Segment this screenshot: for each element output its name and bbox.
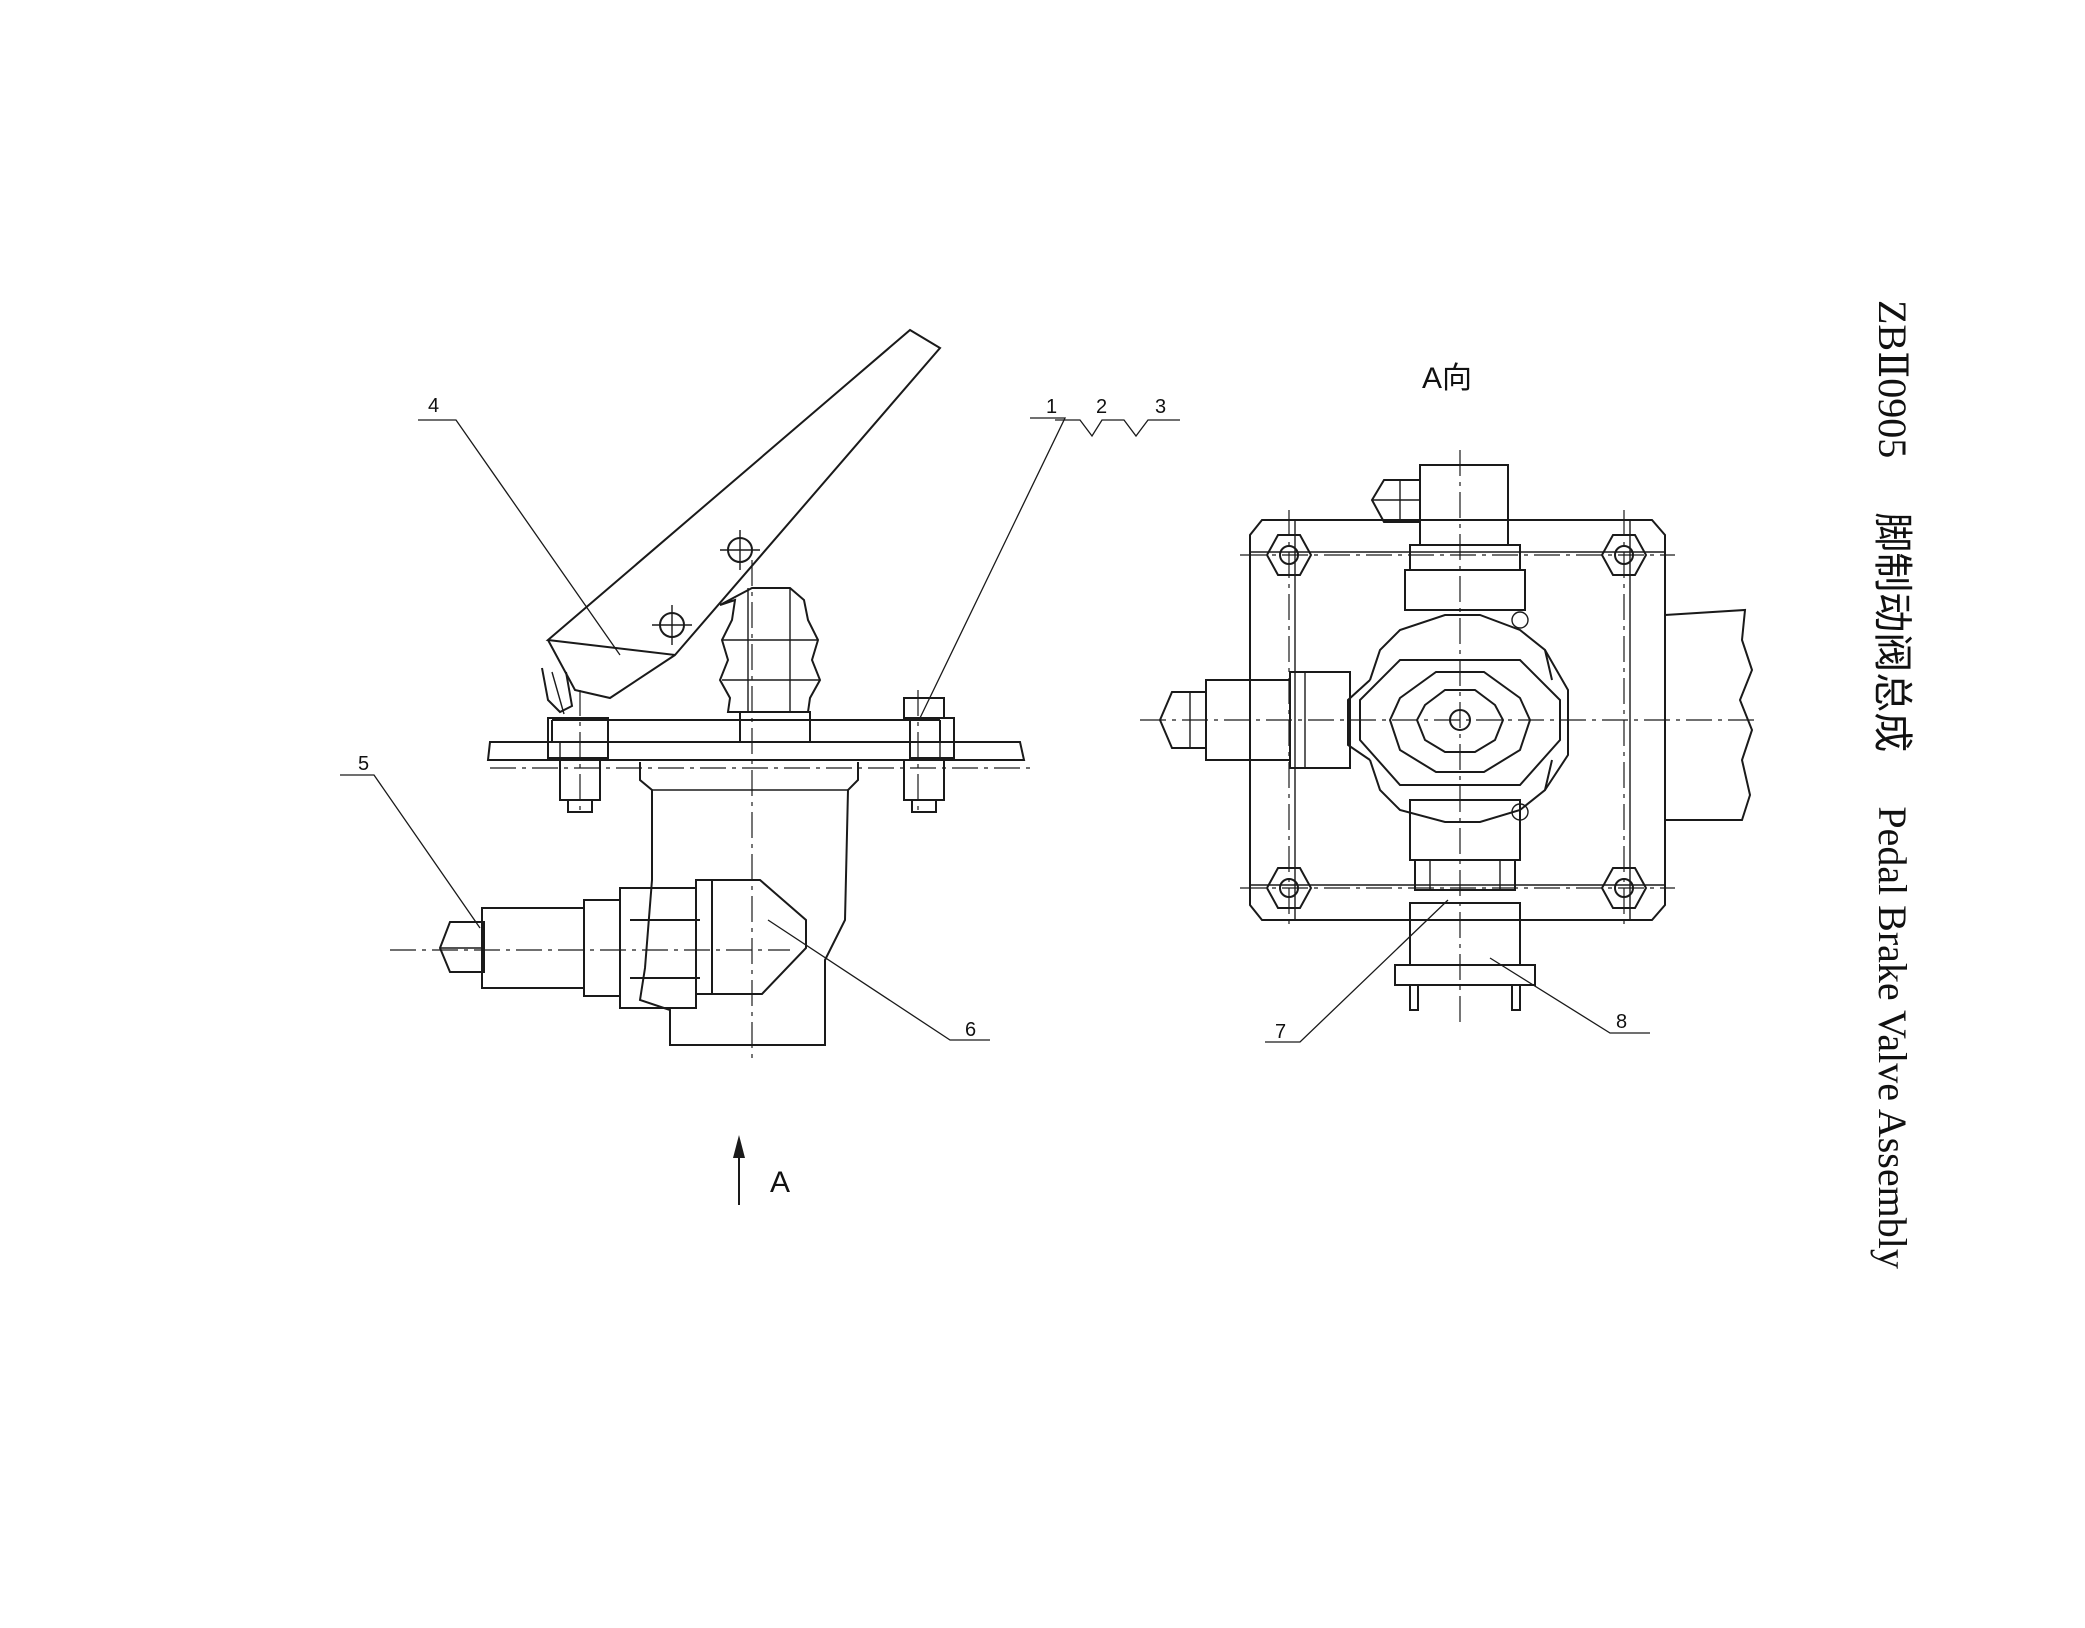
callout-4: 4 [428, 395, 439, 417]
rubber-boot [718, 587, 822, 713]
callout-6: 6 [965, 1019, 976, 1041]
central-nut [1347, 614, 1569, 823]
upper-fitting [1370, 464, 1509, 546]
callout-2: 2 [1096, 396, 1107, 418]
bottom-bracket [1394, 902, 1536, 1011]
callout-1: 1 [1046, 396, 1057, 418]
callout-5: 5 [358, 753, 369, 775]
side-view: A 4 5 6 1 2 3 [340, 328, 1180, 1205]
callout-3: 3 [1155, 396, 1166, 418]
view-a: A向 [1140, 362, 1760, 1043]
view-arrow-a: A [733, 1135, 790, 1205]
title-chinese: 脚制动阀总成 [1870, 512, 1915, 753]
outlet-fitting-5 [481, 907, 585, 989]
callout-8: 8 [1616, 1011, 1627, 1033]
callout-7: 7 [1275, 1021, 1286, 1043]
view-a-label: A向 [1422, 362, 1472, 395]
title-block: ZBⅡ0905 脚制动阀总成 Pedal Brake Valve Assembl… [1862, 300, 1982, 1280]
pedal-stub [1664, 608, 1754, 821]
pedal-arm [545, 328, 942, 657]
bolt-right [903, 759, 945, 801]
doc-code: ZBⅡ0905 [1870, 300, 1915, 459]
square-flange [1249, 519, 1666, 921]
view-arrow-label: A [770, 1166, 790, 1199]
valve-body-casting [638, 762, 859, 1046]
title-english: Pedal Brake Valve Assembly [1870, 806, 1915, 1269]
